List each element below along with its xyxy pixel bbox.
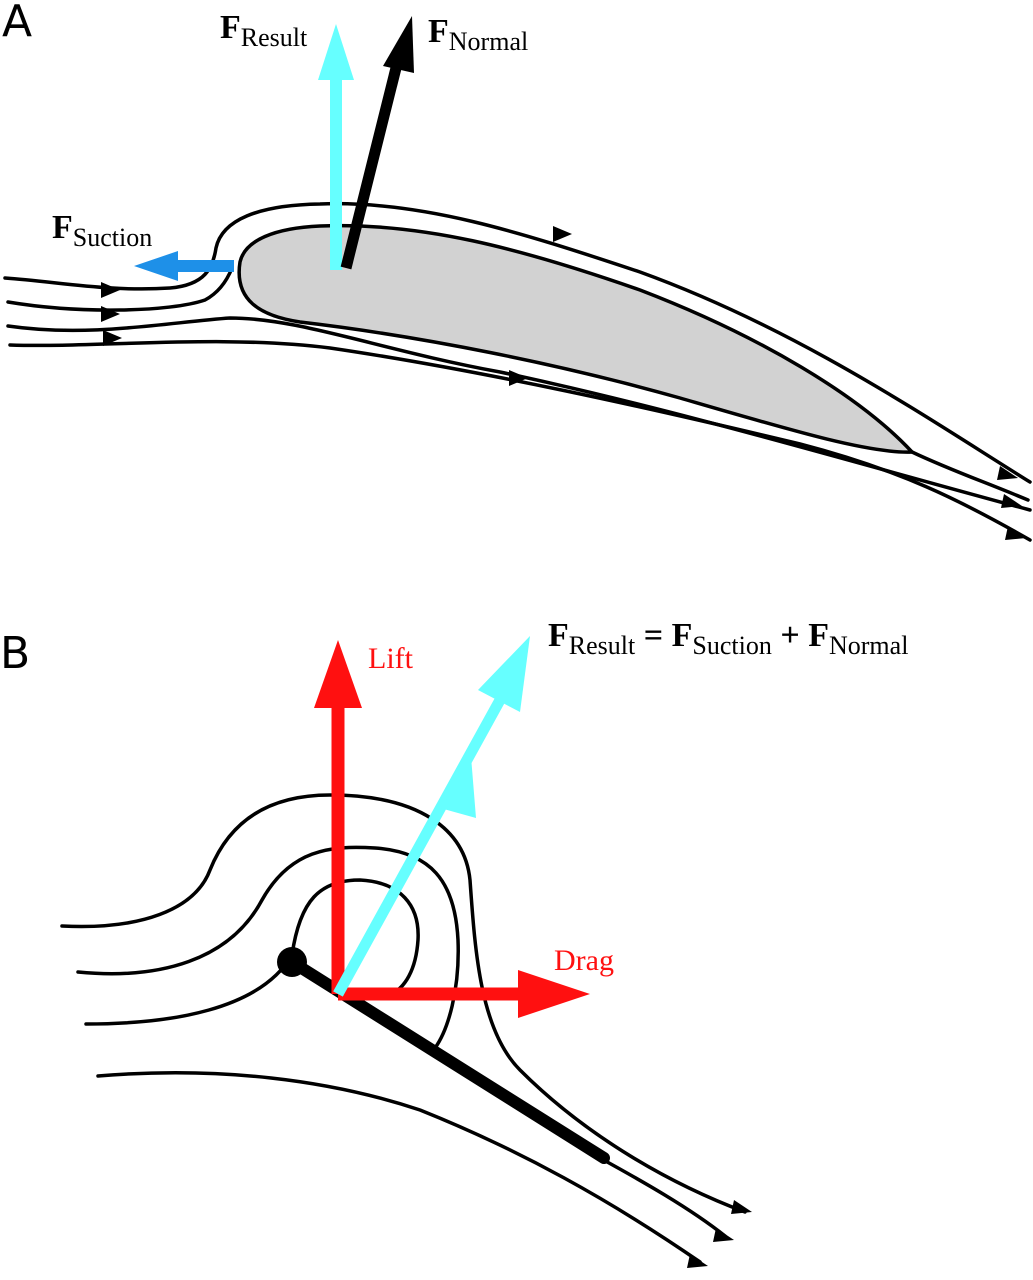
streamline-arrowhead <box>553 226 572 242</box>
streamline-arrowhead <box>687 1254 708 1268</box>
vortex-streamline-inner <box>84 878 420 1026</box>
equation-f-result: FResult = FSuction + FNormal <box>548 617 908 660</box>
lift-arrow <box>314 640 362 994</box>
normal-force-arrow <box>340 16 414 270</box>
label-drag: Drag <box>554 944 614 977</box>
streamline-arrowhead <box>103 330 122 346</box>
streamline-arrowhead <box>731 1200 752 1214</box>
result-force-arrow <box>318 24 354 270</box>
streamline-arrowhead <box>713 1228 734 1242</box>
drag-arrow <box>338 970 590 1018</box>
panel-b-label: B <box>0 628 30 679</box>
resultant-arrow <box>333 636 530 997</box>
streamline-arrowhead <box>101 282 120 298</box>
streamline-arrowhead <box>509 370 528 386</box>
panel-b-streamlines <box>60 793 752 1268</box>
streamline-trailing <box>910 450 1030 502</box>
streamline-upper <box>3 201 1032 484</box>
label-lift: Lift <box>368 642 414 675</box>
flat-plate <box>277 947 610 1164</box>
label-f-normal: FNormal <box>428 13 528 56</box>
streamline-arrowhead <box>1005 526 1026 540</box>
airfoil-shape <box>237 223 916 454</box>
streamline-middle-upper <box>6 266 234 312</box>
label-f-suction: FSuction <box>52 209 152 252</box>
streamline-arrowhead <box>1001 494 1022 508</box>
label-f-result: FResult <box>220 9 308 52</box>
panel-a-label: A <box>2 0 32 47</box>
streamline-arrowhead <box>997 466 1018 480</box>
vortex-streamline-outer <box>60 793 747 1214</box>
streamline-arrowhead <box>101 306 120 322</box>
vortex-streamline-middle <box>76 845 460 1050</box>
wake-streamline <box>598 1156 727 1238</box>
streamline-middle <box>6 316 1032 512</box>
vortex-streamline-lower <box>96 1071 702 1264</box>
suction-force-arrow <box>134 251 234 281</box>
panel-a-streamlines <box>3 201 1032 542</box>
streamline-lower <box>8 339 1032 542</box>
